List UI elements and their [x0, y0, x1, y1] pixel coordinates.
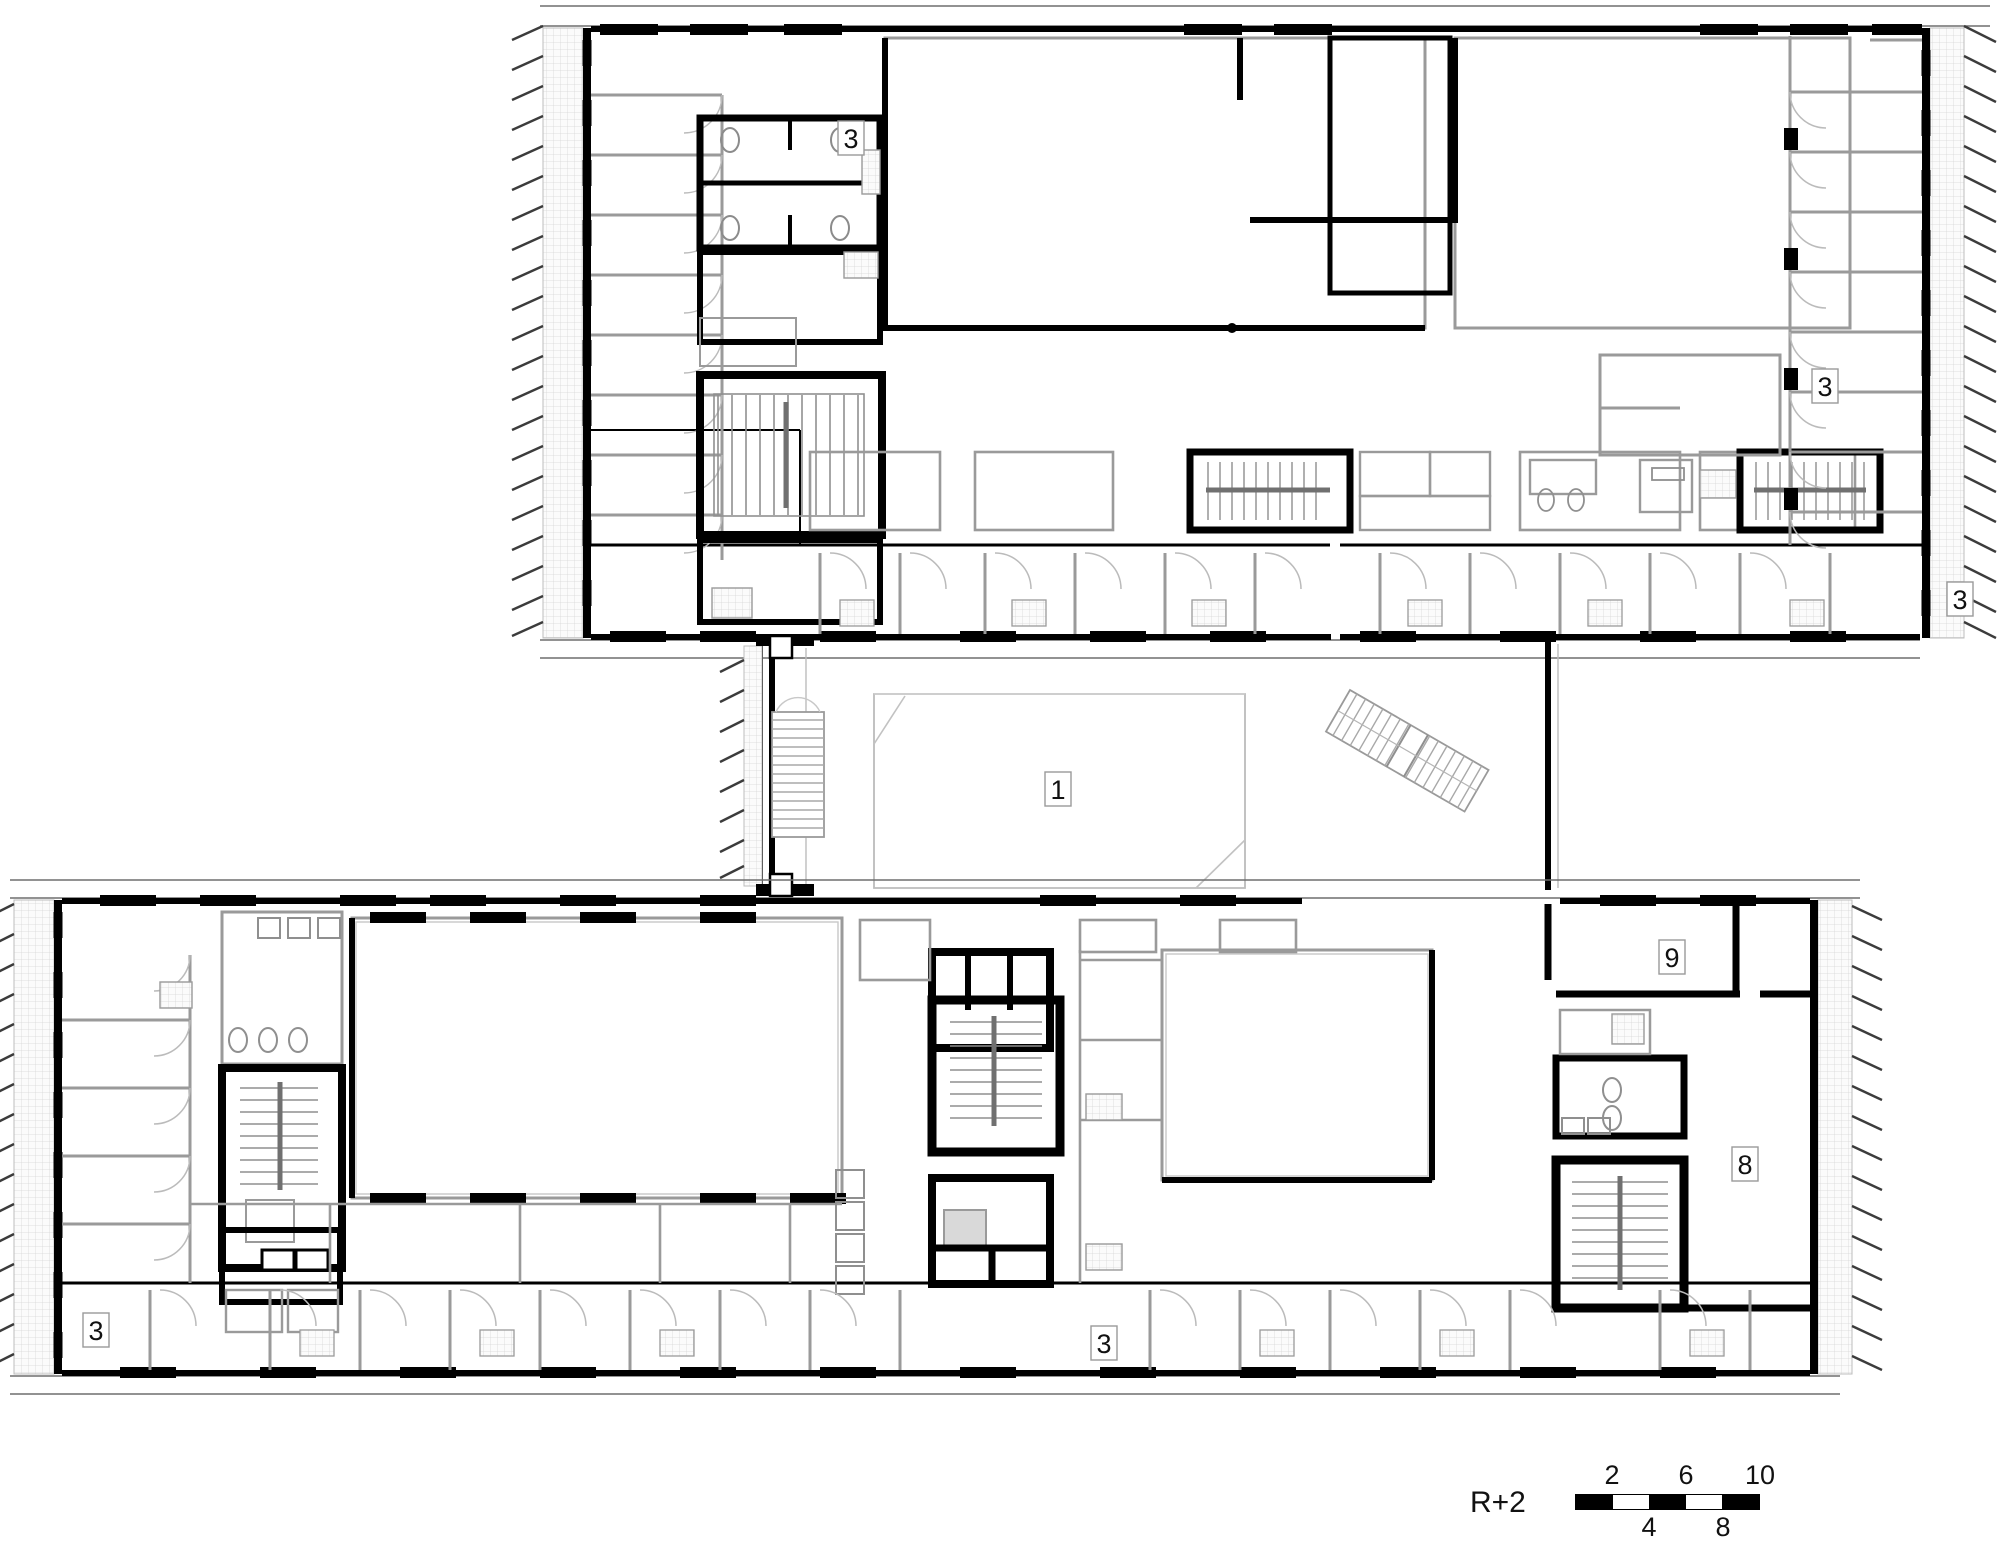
- south-room-band-north-wing: [818, 553, 1832, 634]
- room-tag-label: 3: [1952, 585, 1967, 615]
- east-facade-louvres: [1921, 24, 1997, 640]
- room-tag: 8: [1731, 1146, 1759, 1182]
- stair-core-north-west: [696, 317, 886, 539]
- south-wing-south-wall: [62, 1367, 1810, 1378]
- room-tag: 3: [1811, 368, 1839, 404]
- scale-label-6: 6: [1678, 1460, 1694, 1490]
- room-tag: 3: [837, 120, 865, 156]
- scale-label-2: 2: [1604, 1460, 1620, 1490]
- room-tag-label: 3: [843, 124, 858, 154]
- scale-label-4: 4: [1641, 1512, 1657, 1542]
- scale-segment-4: [1722, 1495, 1759, 1509]
- floor-level-label: R+2: [1470, 1486, 1526, 1519]
- room-tag: 9: [1658, 939, 1686, 975]
- room-tag-box: [82, 1312, 110, 1348]
- service-core-south-center: [927, 948, 1065, 1288]
- south-wing-north-wall: [62, 895, 1810, 906]
- room-tag: 3: [1090, 1325, 1118, 1361]
- exterior-stair-west: [771, 696, 825, 838]
- scale-label-8: 8: [1715, 1512, 1731, 1542]
- scale-segment-2: [1649, 1495, 1686, 1509]
- south-wing: [0, 879, 1883, 1395]
- room-tag-box: [1811, 368, 1839, 404]
- stair-core-north-mid: [1186, 448, 1354, 534]
- scale-bar-graphic: [1575, 1494, 1760, 1510]
- scale-segment-0: [1576, 1495, 1613, 1509]
- room-tag-box: [1090, 1325, 1118, 1361]
- room-tag-box: [1658, 939, 1686, 975]
- room-tag-label: 3: [1096, 1329, 1111, 1359]
- south-room-band-south-wing: [148, 1290, 1752, 1370]
- service-core-south-west: [218, 910, 346, 1272]
- south-wing-east-facade: [1810, 899, 1883, 1375]
- service-core-south-east: [1551, 1008, 1689, 1313]
- north-wing-south-wall: [591, 631, 1920, 642]
- room-tag-label: 3: [88, 1316, 103, 1346]
- stair-core-north-mid-east: [1736, 448, 1884, 534]
- link-corridor-zone: [719, 634, 1559, 898]
- room-tag: 3: [1946, 581, 1974, 617]
- scale-bar-block: R+2 2 6 10 4 8: [1470, 1460, 1950, 1546]
- room-tag: 1: [1044, 771, 1072, 807]
- scale-segment-3: [1685, 1495, 1723, 1509]
- exterior-stair-diagonal: [1324, 688, 1490, 813]
- room-tag-label: 3: [1817, 372, 1832, 402]
- room-tag-label: 8: [1737, 1150, 1752, 1180]
- room-tag-label: 1: [1050, 775, 1065, 805]
- room-tag-box: [1946, 581, 1974, 617]
- wc-core-north-west: [696, 114, 884, 252]
- scale-segment-1: [1612, 1495, 1650, 1509]
- north-wall: [591, 24, 1922, 35]
- south-wing-west-facade: [0, 899, 63, 1375]
- room-tag: 3: [82, 1312, 110, 1348]
- room-tag-box: [1731, 1146, 1759, 1182]
- room-tag-label: 9: [1664, 943, 1679, 973]
- room-tag-layer: 3 3 3 1 9 8 3 3: [82, 120, 1974, 1361]
- scale-label-10: 10: [1744, 1460, 1776, 1490]
- west-facade-louvres: [511, 24, 592, 639]
- room-tag-box: [837, 120, 865, 156]
- room-tag-box: [1044, 771, 1072, 807]
- north-wing: [511, 5, 1997, 659]
